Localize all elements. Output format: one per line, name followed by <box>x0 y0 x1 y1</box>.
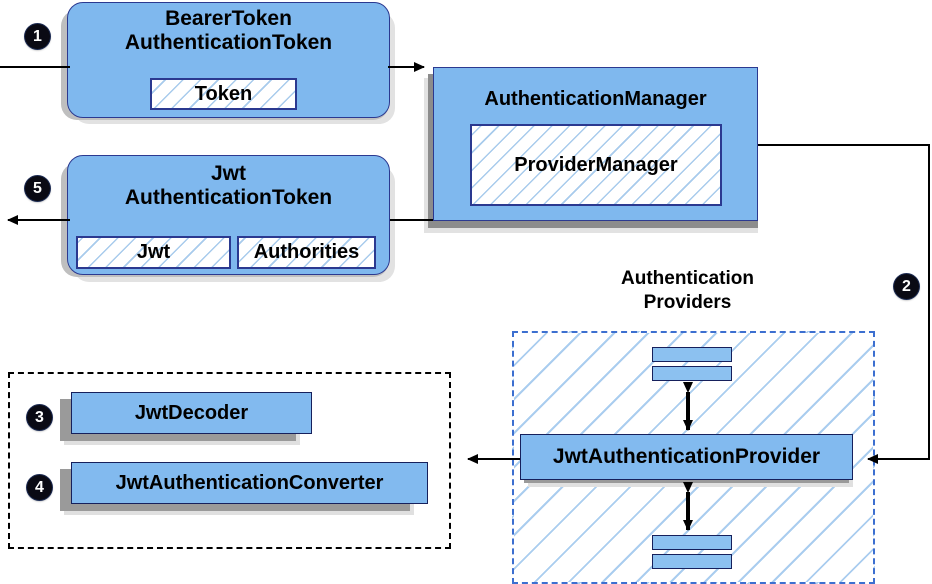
badge-step-5: 5 <box>25 176 50 201</box>
authentication-manager-inner-provider-manager[interactable]: ProviderManager <box>470 124 722 206</box>
node-jwt-authentication-provider[interactable]: JwtAuthenticationProvider <box>520 434 853 480</box>
jwt-token-inner-jwt[interactable]: Jwt <box>76 236 231 269</box>
authentication-providers-label-line1: Authentication <box>621 268 754 289</box>
peer-provider-bar-bottom-2 <box>652 554 732 569</box>
jwt-token-inner-authorities-label: Authorities <box>253 241 360 263</box>
node-jwt-decoder[interactable]: JwtDecoder <box>71 392 312 434</box>
provider-manager-label: ProviderManager <box>514 153 678 176</box>
badge-step-3: 3 <box>27 405 52 430</box>
node-jwt-authentication-converter[interactable]: JwtAuthenticationConverter <box>71 462 428 504</box>
peer-provider-bar-top-2 <box>652 366 732 381</box>
jwt-token-inner-jwt-label: Jwt <box>136 241 171 263</box>
authentication-providers-label-line2: Providers <box>643 292 732 313</box>
peer-provider-bar-bottom-1 <box>652 535 732 550</box>
badge-step-1: 1 <box>25 24 50 49</box>
peer-provider-bar-top-1 <box>652 347 732 362</box>
badge-step-2: 2 <box>894 274 919 299</box>
jwt-token-inner-authorities[interactable]: Authorities <box>237 236 376 269</box>
support-group-container <box>8 372 451 549</box>
bearer-token-inner-token-label: Token <box>194 82 253 105</box>
bearer-token-inner-token[interactable]: Token <box>150 78 297 110</box>
badge-step-4: 4 <box>27 475 52 500</box>
